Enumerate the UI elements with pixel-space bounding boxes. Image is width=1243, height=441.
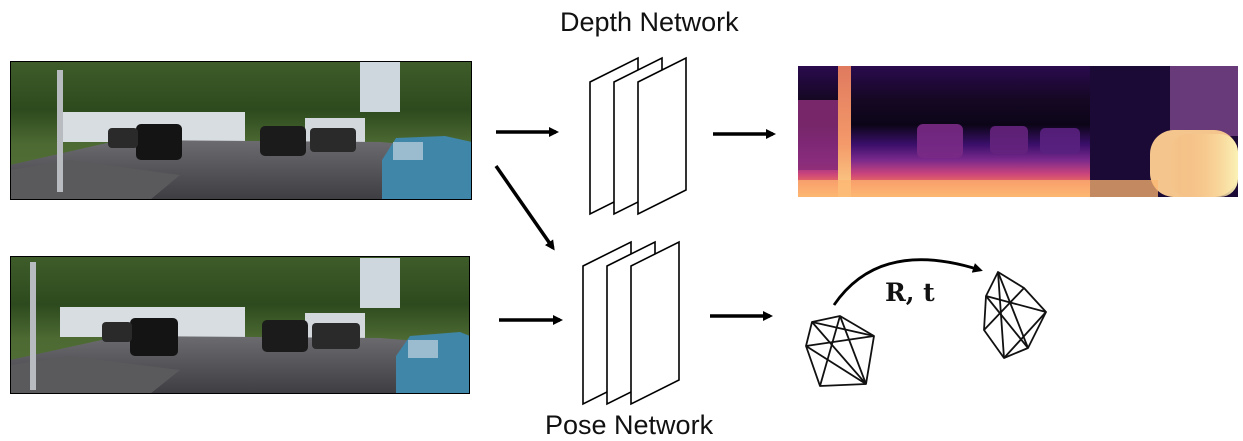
input-frame-bottom [10,256,470,394]
rotation-translation-label: R, t [885,278,935,307]
depth-network-title: Depth Network [560,7,739,37]
input-frame-top [10,61,472,200]
pose-network-layers [582,240,680,406]
depth-map-output [798,66,1238,197]
pose-network-title: Pose Network [545,410,714,440]
camera-frustum-source [805,315,875,387]
depth-network-layers [589,56,687,216]
arrow-top-image-to-pose [494,165,555,251]
pose-layer-3 [630,240,680,406]
depth-layer-3 [637,56,687,216]
camera-frustum-target [983,271,1047,359]
camera-pose-output [805,258,1047,387]
pose-transform-arrow [832,258,983,306]
